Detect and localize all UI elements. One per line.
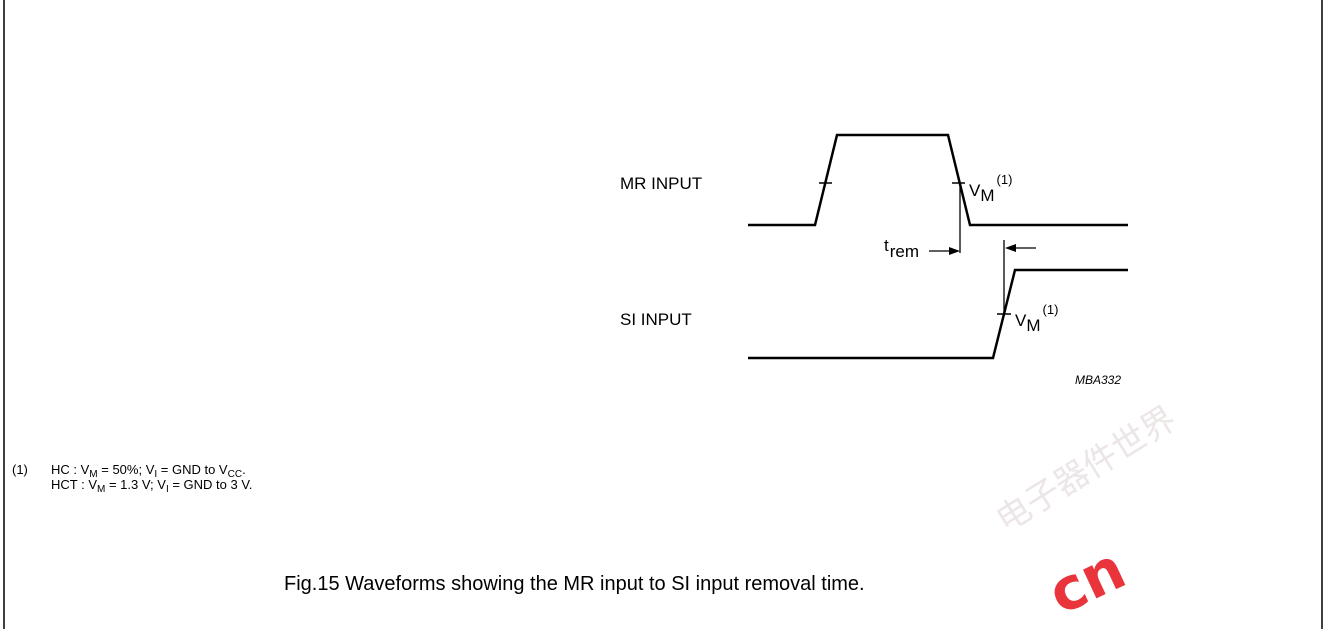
trem-label: trem [884,236,920,261]
footnote-line-hc: HC : VM = 50%; VI = GND to VCC. [51,462,246,480]
figure-caption: Fig.15 Waveforms showing the MR input to… [284,573,865,595]
mr-input-label: MR INPUT [620,174,703,193]
trem-arrow-right-head [1005,244,1016,252]
si-waveform [748,268,1128,360]
si-vm-label: VM(1) [1015,302,1059,335]
figure-code: MBA332 [1075,373,1122,387]
footnote-marker: (1) [12,462,28,477]
footnote-line-hct: HCT : VM = 1.3 V; VI = GND to 3 V. [51,477,253,495]
trem-arrow-left-head [949,247,960,255]
mr-vm-label: VM(1) [969,172,1013,205]
mr-waveform [748,133,1128,227]
si-input-label: SI INPUT [620,310,692,329]
